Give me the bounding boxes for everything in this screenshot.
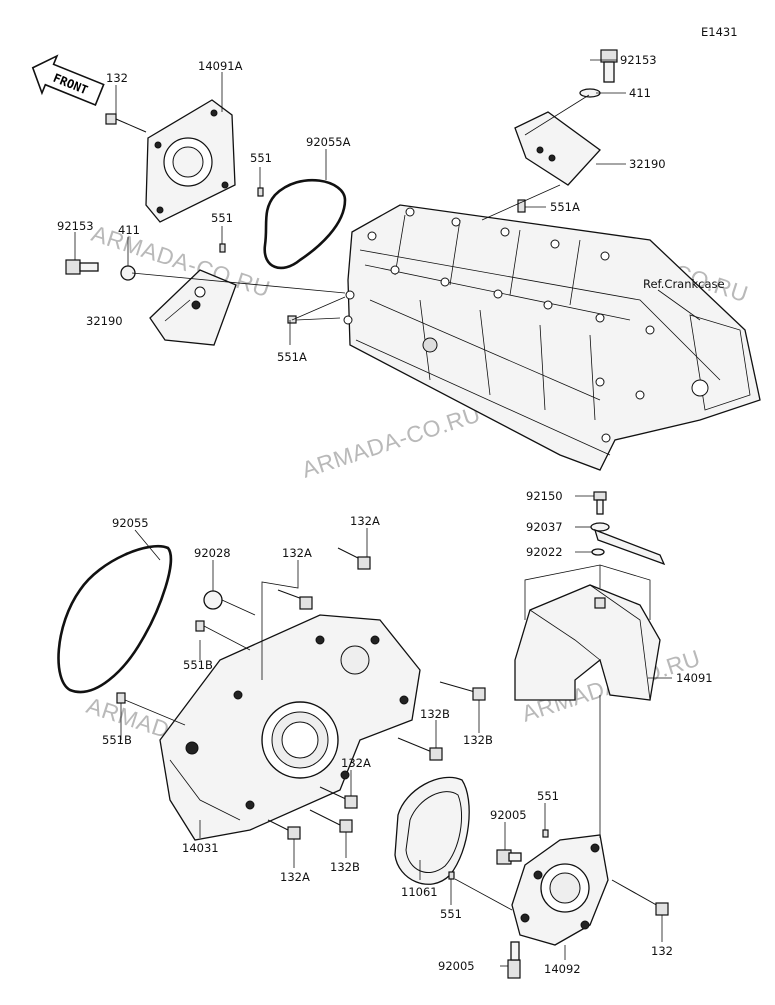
label-14092: 14092 (544, 962, 581, 976)
label-92150: 92150 (526, 489, 563, 503)
cover-14091A (145, 99, 236, 223)
washer-92037 (590, 522, 610, 532)
diagram-code: E1431 (701, 25, 738, 39)
dowel-551-d (448, 871, 455, 880)
label-132B-3: 132B (330, 860, 360, 874)
label-551-a: 551 (250, 151, 272, 165)
label-92153-top: 92153 (620, 53, 657, 67)
dowel-551-c (542, 829, 549, 838)
bolt-132A-2 (277, 589, 313, 610)
bolt-92153-left (65, 259, 99, 275)
bracket-32190-left (149, 269, 237, 346)
dowel-551B-1 (195, 620, 205, 632)
label-551-b: 551 (211, 211, 233, 225)
bolt-132-top (105, 113, 147, 133)
strap-92037 (593, 528, 666, 566)
fitting-92005-2 (507, 941, 521, 979)
bracket-32190-top (514, 111, 601, 186)
label-ref-crankcase: Ref.Crankcase (643, 277, 725, 291)
label-14031: 14031 (182, 841, 219, 855)
guard-14091 (514, 584, 661, 701)
bolt-132B-3 (309, 809, 353, 833)
gasket-11061 (394, 776, 470, 885)
label-32190-top: 32190 (629, 157, 666, 171)
label-551-d: 551 (440, 907, 462, 921)
bolt-132A-3 (319, 786, 358, 809)
label-92005-2: 92005 (438, 959, 475, 973)
front-arrow-icon: FRONT (31, 54, 105, 106)
cover-14031 (159, 614, 421, 841)
label-132A-1: 132A (350, 514, 380, 528)
label-411-left: 411 (118, 223, 140, 237)
watermark-3: ARMADA-CO.RU (299, 400, 484, 482)
washer-92022 (591, 548, 605, 556)
label-551B-1: 551B (183, 658, 213, 672)
bolt-92150 (593, 491, 607, 515)
bolt-132A-1 (337, 547, 371, 570)
label-132A-4: 132A (280, 870, 310, 884)
bolt-92153-top (600, 49, 618, 83)
label-92037: 92037 (526, 520, 563, 534)
label-132-bottom: 132 (651, 944, 673, 958)
oring-92055 (57, 545, 173, 694)
label-14091: 14091 (676, 671, 713, 685)
label-14091A: 14091A (198, 59, 243, 73)
bolt-132-bottom (611, 879, 669, 916)
label-551A-top: 551A (550, 200, 580, 214)
label-132-top: 132 (106, 71, 128, 85)
dowel-551A-left (287, 315, 297, 324)
label-132B-1: 132B (420, 707, 450, 721)
cover-14092 (511, 834, 609, 946)
dowel-551-b (219, 243, 226, 253)
label-11061: 11061 (401, 885, 438, 899)
leader-lines (74, 59, 701, 967)
label-411-top: 411 (629, 86, 651, 100)
label-92022: 92022 (526, 545, 563, 559)
label-92005-1: 92005 (490, 808, 527, 822)
dowel-551-a (257, 187, 264, 197)
label-132A-3: 132A (341, 756, 371, 770)
bolt-132B-1 (439, 681, 486, 701)
label-92055: 92055 (112, 516, 149, 530)
label-92028: 92028 (194, 546, 231, 560)
label-132B-2: 132B (463, 733, 493, 747)
plug-92028 (203, 590, 223, 610)
label-92153-left: 92153 (57, 219, 94, 233)
label-92055A: 92055A (306, 135, 351, 149)
label-32190-left: 32190 (86, 314, 123, 328)
label-551-c: 551 (537, 789, 559, 803)
fitting-92005-1 (496, 849, 522, 865)
dowel-551B-2 (116, 692, 126, 704)
dowel-551A-top (517, 199, 526, 213)
label-551A-left: 551A (277, 350, 307, 364)
label-132A-2: 132A (282, 546, 312, 560)
part-labels: 132 14091A 92153 411 32190 551 92055A 55… (57, 53, 725, 976)
bolt-132B-2 (397, 737, 443, 761)
crankcase-upper (343, 204, 761, 471)
bolt-132A-4 (267, 819, 301, 840)
oring-92055A (263, 178, 347, 270)
label-551B-2: 551B (102, 733, 132, 747)
